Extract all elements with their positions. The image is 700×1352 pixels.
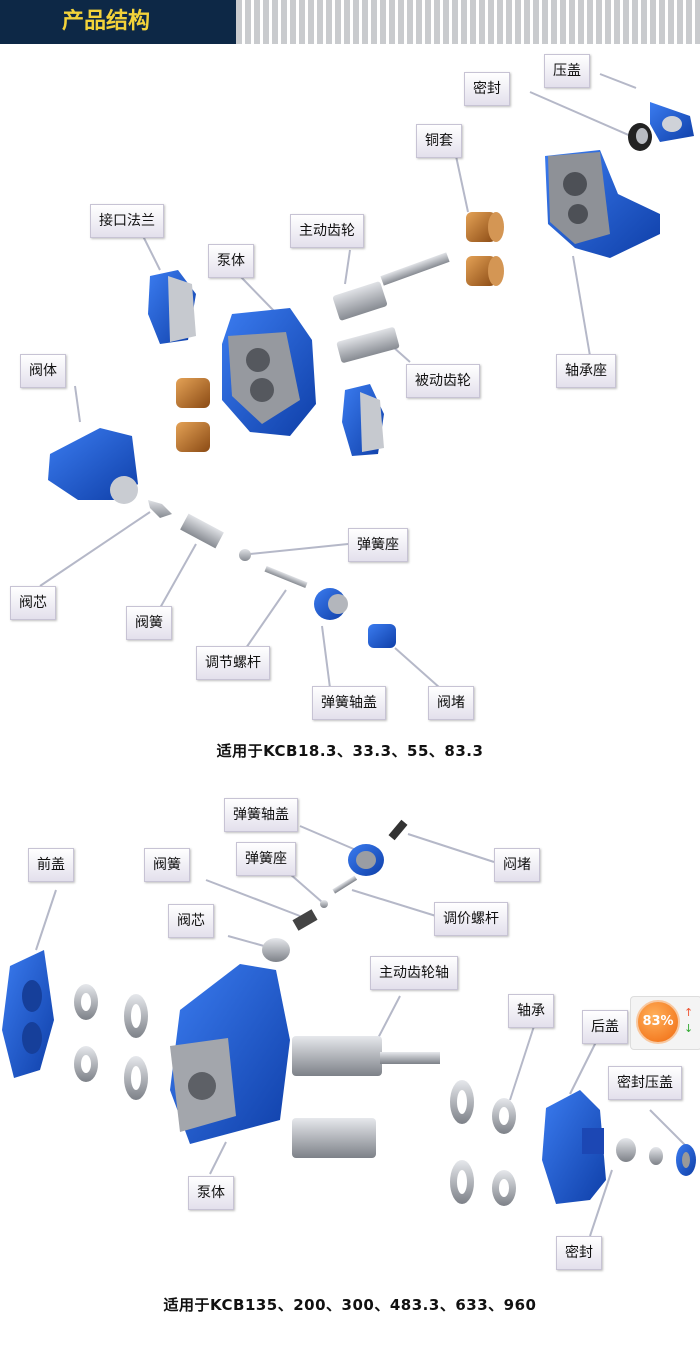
label-spring-seat: 弹簧座	[236, 842, 296, 876]
header-bar: 产品结构	[0, 0, 700, 44]
label-bronze-bushing: 铜套	[416, 124, 462, 158]
valve-spool-part	[148, 500, 172, 518]
label-pump-body: 泵体	[188, 1176, 234, 1210]
label-valve-body: 阀体	[20, 354, 66, 388]
bronze-bushing-part	[176, 212, 504, 452]
adjust-screw-part	[332, 875, 358, 894]
front-cover-part	[2, 950, 54, 1078]
label-driven-gear: 被动齿轮	[406, 364, 480, 398]
seal-part	[628, 123, 652, 151]
header-title: 产品结构	[0, 0, 236, 44]
label-spring-cap: 弹簧轴盖	[224, 798, 298, 832]
label-front-cover: 前盖	[28, 848, 74, 882]
label-seal-gland: 密封压盖	[608, 1066, 682, 1100]
drive-gear-part	[332, 252, 450, 363]
arrow-up-icon[interactable]: ↑	[684, 1006, 694, 1019]
diagram-section-2: 弹簧轴盖 闷堵 前盖 阀簧 弹簧座 调价螺杆 阀芯 主动齿轮轴 轴承 后盖 密封…	[0, 790, 700, 1270]
label-valve-spool: 阀芯	[10, 586, 56, 620]
seal-part	[616, 1138, 663, 1165]
label-valve-spool: 阀芯	[168, 904, 214, 938]
spring-cap-part	[314, 588, 348, 620]
label-spring-seat: 弹簧座	[348, 528, 408, 562]
zoom-percent-badge[interactable]: 83%	[636, 1000, 680, 1044]
rear-cover-part	[542, 1090, 606, 1204]
gland-cover-part	[650, 102, 694, 142]
label-seal: 密封	[556, 1236, 602, 1270]
label-adjust-screw: 调节螺杆	[196, 646, 270, 680]
diagram-section-1: 压盖 密封 铜套 接口法兰 主动齿轮 泵体 阀体 被动齿轮 轴承座 弹簧座 阀芯…	[0, 44, 700, 774]
label-valve-spring: 阀簧	[144, 848, 190, 882]
pump-body-part	[170, 964, 290, 1144]
bearing-seat-part	[545, 150, 660, 258]
label-seal: 密封	[464, 72, 510, 106]
spring-cap-part	[348, 844, 384, 876]
arrow-down-icon[interactable]: ↓	[684, 1022, 694, 1035]
blind-plug-part	[388, 819, 408, 841]
header-stripes	[236, 0, 700, 44]
label-rear-cover: 后盖	[582, 1010, 628, 1044]
flange-part	[148, 270, 384, 456]
seal-gland-part	[676, 1144, 696, 1176]
label-adjust-screw: 调价螺杆	[434, 902, 508, 936]
label-gland-cover: 压盖	[544, 54, 590, 88]
label-valve-plug: 阀堵	[428, 686, 474, 720]
label-pump-body: 泵体	[208, 244, 254, 278]
label-bearing-seat: 轴承座	[556, 354, 616, 388]
section-2-drawing	[2, 819, 696, 1237]
bearing-part	[74, 984, 516, 1206]
label-bearing: 轴承	[508, 994, 554, 1028]
label-blind-plug: 闷堵	[494, 848, 540, 882]
label-valve-spring: 阀簧	[126, 606, 172, 640]
valve-spool-part	[262, 938, 290, 962]
drive-gear-shaft-part	[292, 1036, 440, 1158]
label-drive-gear: 主动齿轮	[290, 214, 364, 248]
caption-section-2: 适用于KCB135、200、300、483.3、633、960	[163, 1296, 537, 1314]
label-flange: 接口法兰	[90, 204, 164, 238]
pump-body-part	[222, 308, 316, 436]
valve-spring-part	[180, 513, 224, 549]
valve-body-part	[48, 428, 138, 504]
spring-seat-part	[320, 900, 328, 908]
caption-section-1: 适用于KCB18.3、33.3、55、83.3	[216, 742, 484, 760]
valve-spring-part	[292, 909, 318, 931]
label-spring-cap: 弹簧轴盖	[312, 686, 386, 720]
section-1-drawing	[39, 73, 694, 689]
spring-seat-part	[239, 549, 251, 561]
valve-plug-part	[368, 624, 396, 648]
adjust-screw-part	[264, 565, 308, 589]
label-drive-gear-shaft: 主动齿轮轴	[370, 956, 458, 990]
